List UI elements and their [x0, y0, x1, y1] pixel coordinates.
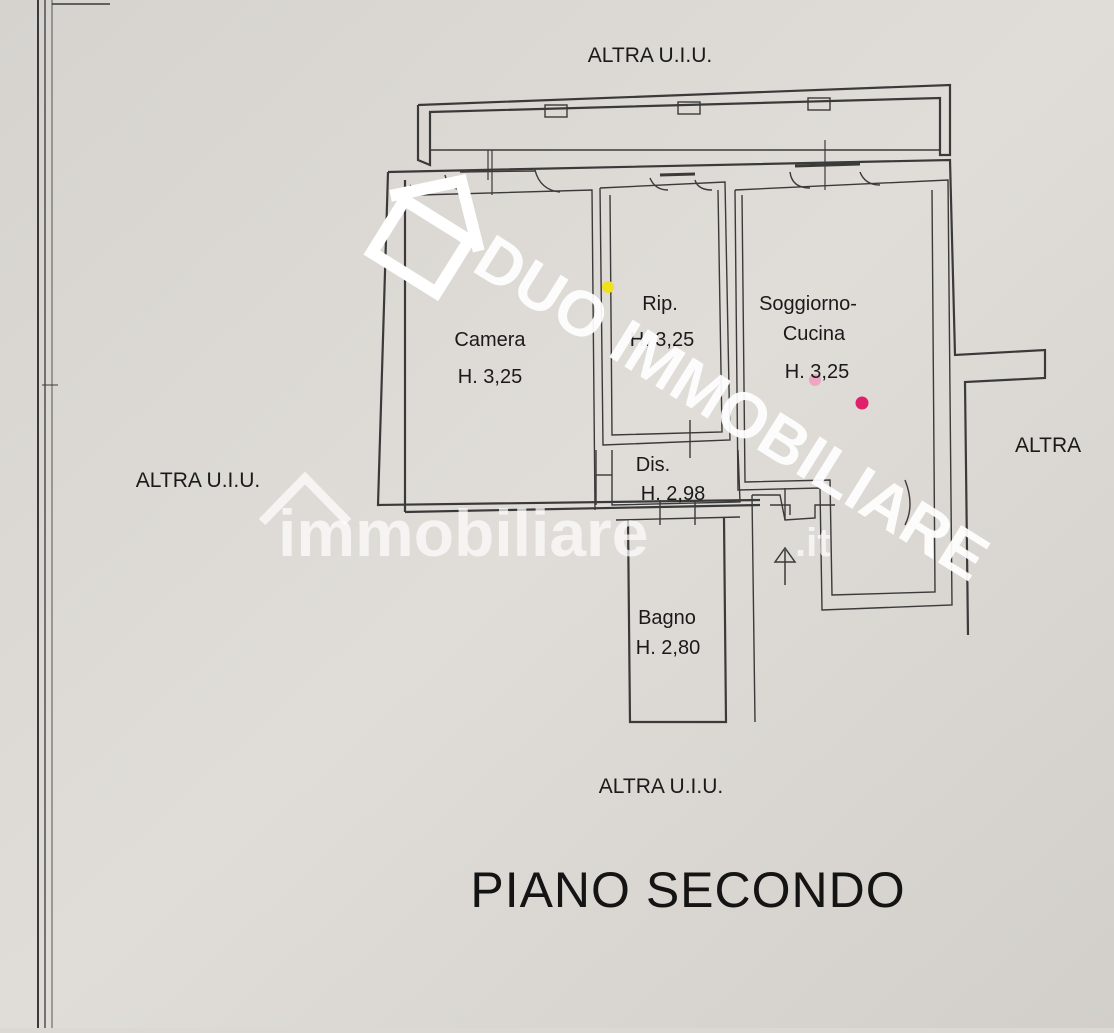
rip-height: H. 3,25: [630, 329, 694, 351]
soggiorno-name-line2: Cucina: [783, 323, 846, 345]
arrow-up-icon: [773, 546, 797, 585]
portal-watermark: immobiliare .it: [258, 471, 831, 570]
camera-height: H. 3,25: [458, 366, 522, 388]
entrance: [751, 488, 835, 723]
camera-name: Camera: [454, 329, 526, 351]
sheet-border: [37, 0, 110, 1028]
room-ripostiglio: [599, 172, 731, 458]
house-icon: [258, 471, 352, 526]
marker-yellow: [602, 281, 614, 293]
soggiorno-height: H. 3,25: [785, 361, 849, 383]
label-left: ALTRA U.I.U.: [136, 469, 260, 492]
room-bagno: [615, 516, 741, 724]
plan-title: PIANO SECONDO: [470, 862, 905, 918]
marker-magenta: [855, 396, 869, 410]
portal-watermark-suffix: .it: [795, 521, 831, 565]
dis-name: Dis.: [636, 454, 670, 476]
bagno-name: Bagno: [638, 607, 696, 629]
house-icon: [363, 174, 485, 302]
soggiorno-name-line1: Soggiorno-: [759, 293, 857, 315]
room-soggiorno-cucina: [487, 140, 953, 611]
portal-watermark-text: immobiliare: [278, 496, 648, 570]
label-top: ALTRA U.I.U.: [588, 44, 712, 67]
label-right: ALTRA: [1015, 434, 1081, 457]
balcony: [416, 83, 952, 167]
outer-walls: [376, 158, 1047, 636]
rip-name: Rip.: [642, 293, 678, 315]
room-disimpegno: [595, 449, 741, 525]
marker-pink: [809, 374, 821, 386]
bagno-height: H. 2,80: [636, 637, 700, 659]
label-bottom: ALTRA U.I.U.: [599, 775, 723, 798]
dis-height: H. 2,98: [641, 483, 705, 505]
